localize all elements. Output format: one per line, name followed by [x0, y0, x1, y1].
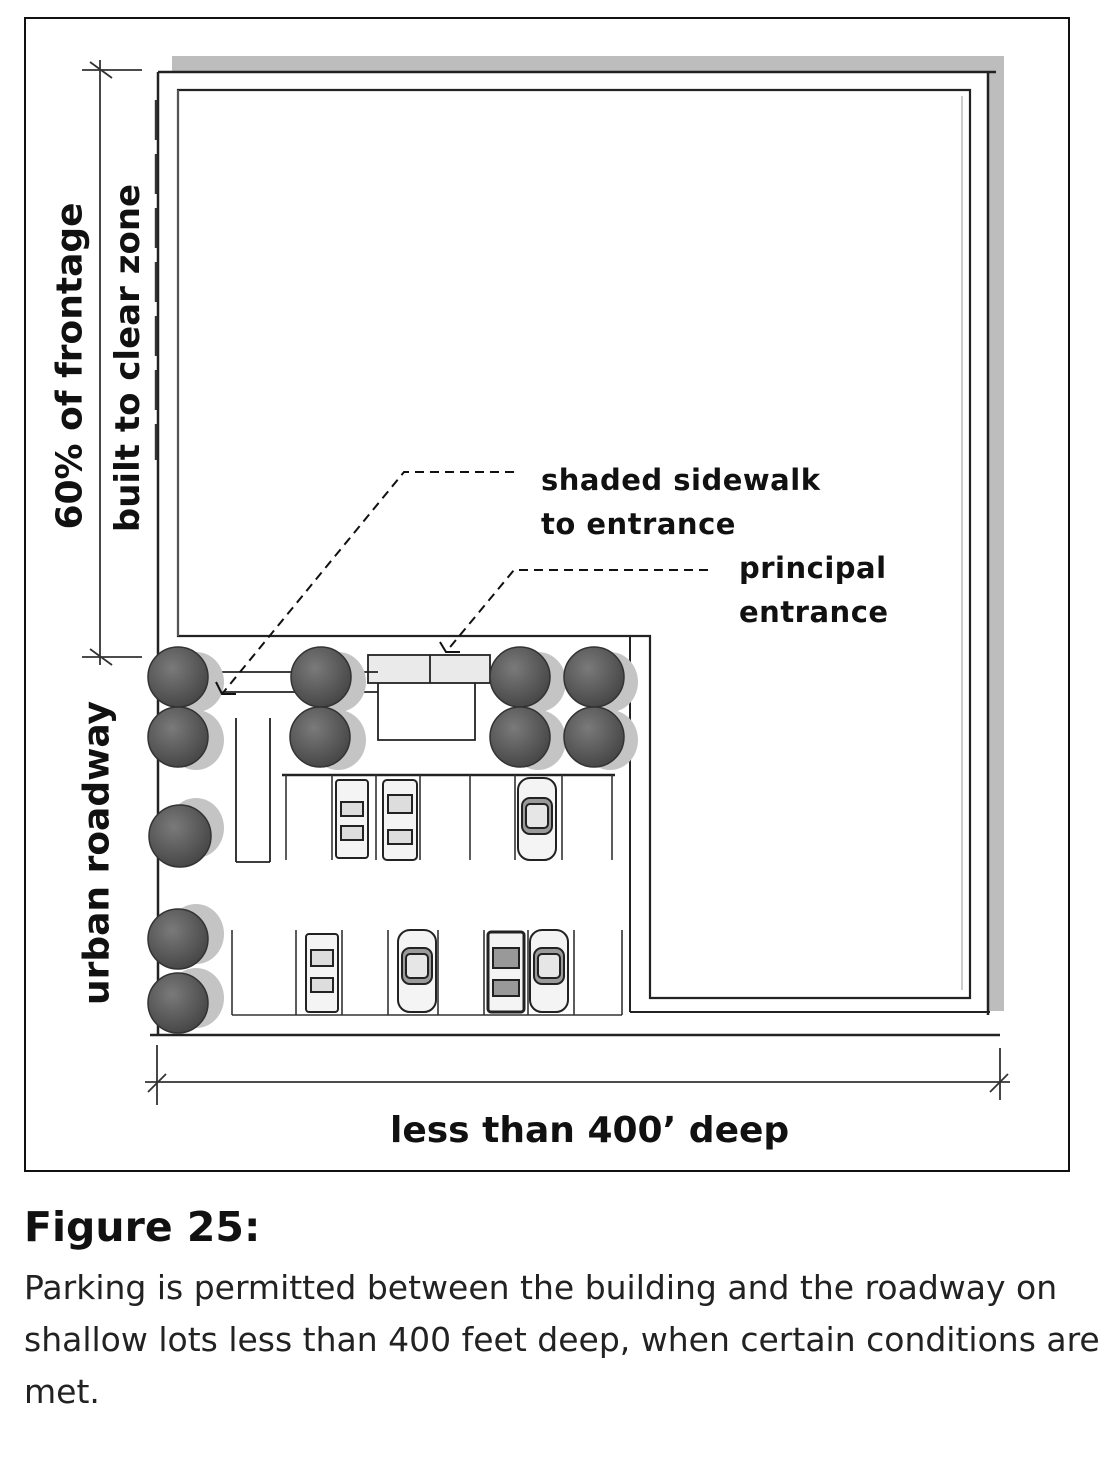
principal-entrance-label-line2: entrance — [739, 595, 889, 629]
entrance-leader — [445, 569, 708, 653]
tree — [147, 706, 209, 768]
parking-stalls — [231, 775, 623, 1016]
shaded-sidewalk-label: shaded sidewalk to entrance — [541, 458, 820, 546]
car — [517, 777, 557, 861]
car — [335, 779, 369, 859]
tree — [289, 706, 351, 768]
sidewalk-leader — [221, 471, 514, 695]
tree — [147, 908, 209, 970]
tree — [489, 706, 551, 768]
tree — [563, 646, 625, 708]
urban-roadway-label: urban roadway — [76, 700, 118, 1006]
entrance-plaza — [160, 654, 615, 863]
tree — [290, 646, 352, 708]
lot-boundary — [150, 70, 1000, 1037]
frontage-label: 60% of frontage — [49, 202, 91, 530]
depth-dimension — [145, 1045, 1010, 1105]
car — [382, 779, 418, 861]
tree — [563, 706, 625, 768]
tree — [148, 804, 212, 868]
building-shadow — [172, 56, 1004, 1011]
shaded-sidewalk-label-line1: shaded sidewalk — [541, 463, 821, 497]
figure-caption: Parking is permitted between the buildin… — [24, 1268, 1100, 1411]
site-plan-diagram — [82, 56, 1010, 1105]
parked-cars — [305, 777, 569, 1014]
figure-title: Figure 25: — [24, 1203, 261, 1251]
principal-entrance-label-line1: principal — [739, 551, 887, 585]
shaded-sidewalk-label-line2: to entrance — [541, 507, 736, 541]
frontage-dimension — [82, 60, 158, 666]
car — [397, 929, 437, 1013]
tree — [147, 972, 209, 1034]
car — [305, 933, 339, 1013]
car — [486, 930, 526, 1014]
car — [529, 929, 569, 1013]
tree — [489, 646, 551, 708]
street-trees — [147, 646, 625, 1034]
leader-lines — [221, 471, 708, 695]
tree — [147, 646, 209, 708]
clear-zone-label: built to clear zone — [108, 183, 148, 533]
leader-arrowheads — [215, 641, 460, 695]
lot-depth-label: less than 400’ deep — [390, 1110, 790, 1151]
principal-entrance-label: principal entrance — [739, 546, 889, 634]
